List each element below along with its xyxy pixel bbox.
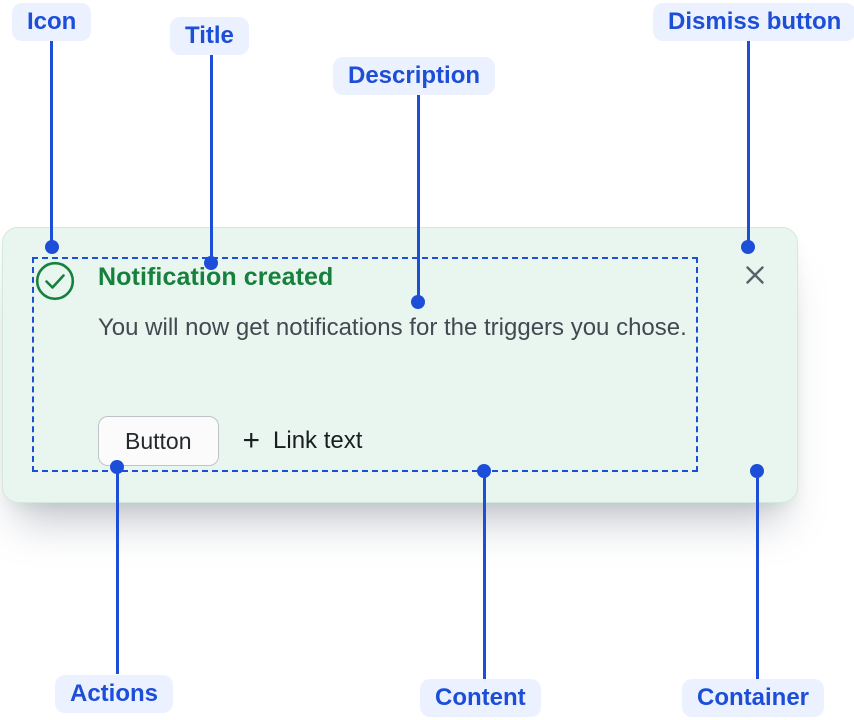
annotation-dot [477, 464, 491, 478]
annotation-label-title: Title [170, 17, 249, 55]
annotation-line [756, 471, 759, 679]
annotation-line [50, 41, 53, 247]
annotation-dot [750, 464, 764, 478]
annotation-label-icon: Icon [12, 3, 92, 41]
action-link-label: Link text [273, 427, 363, 454]
dismiss-button[interactable] [737, 258, 773, 294]
annotation-line [747, 41, 750, 247]
notification-title: Notification created [98, 263, 334, 291]
annotation-line [116, 467, 119, 674]
plus-icon: + [242, 424, 261, 457]
close-icon [744, 264, 766, 289]
annotation-label-actions: Actions [55, 675, 174, 713]
annotation-label-dismiss: Dismiss button [653, 3, 854, 41]
annotation-dot [45, 240, 59, 254]
action-link[interactable]: + Link text [242, 424, 363, 457]
annotation-line [483, 471, 486, 679]
annotation-line [210, 55, 213, 263]
annotation-label-description: Description [333, 57, 496, 95]
annotation-line [417, 95, 420, 302]
annotation-label-content: Content [420, 679, 541, 717]
annotation-dot [204, 256, 218, 270]
check-circle-icon [35, 261, 75, 301]
notification-text-column: Notification created You will now get no… [98, 262, 696, 347]
notification-content-area: Notification created You will now get no… [32, 257, 698, 472]
action-button[interactable]: Button [98, 416, 219, 466]
notification-description: You will now get notifications for the t… [98, 314, 687, 341]
annotation-dot [741, 240, 755, 254]
notification-container: Notification created You will now get no… [2, 227, 798, 503]
annotation-dot [411, 295, 425, 309]
notification-actions: Button + Link text [98, 416, 362, 466]
annotation-label-container: Container [682, 679, 825, 717]
annotation-dot [110, 460, 124, 474]
